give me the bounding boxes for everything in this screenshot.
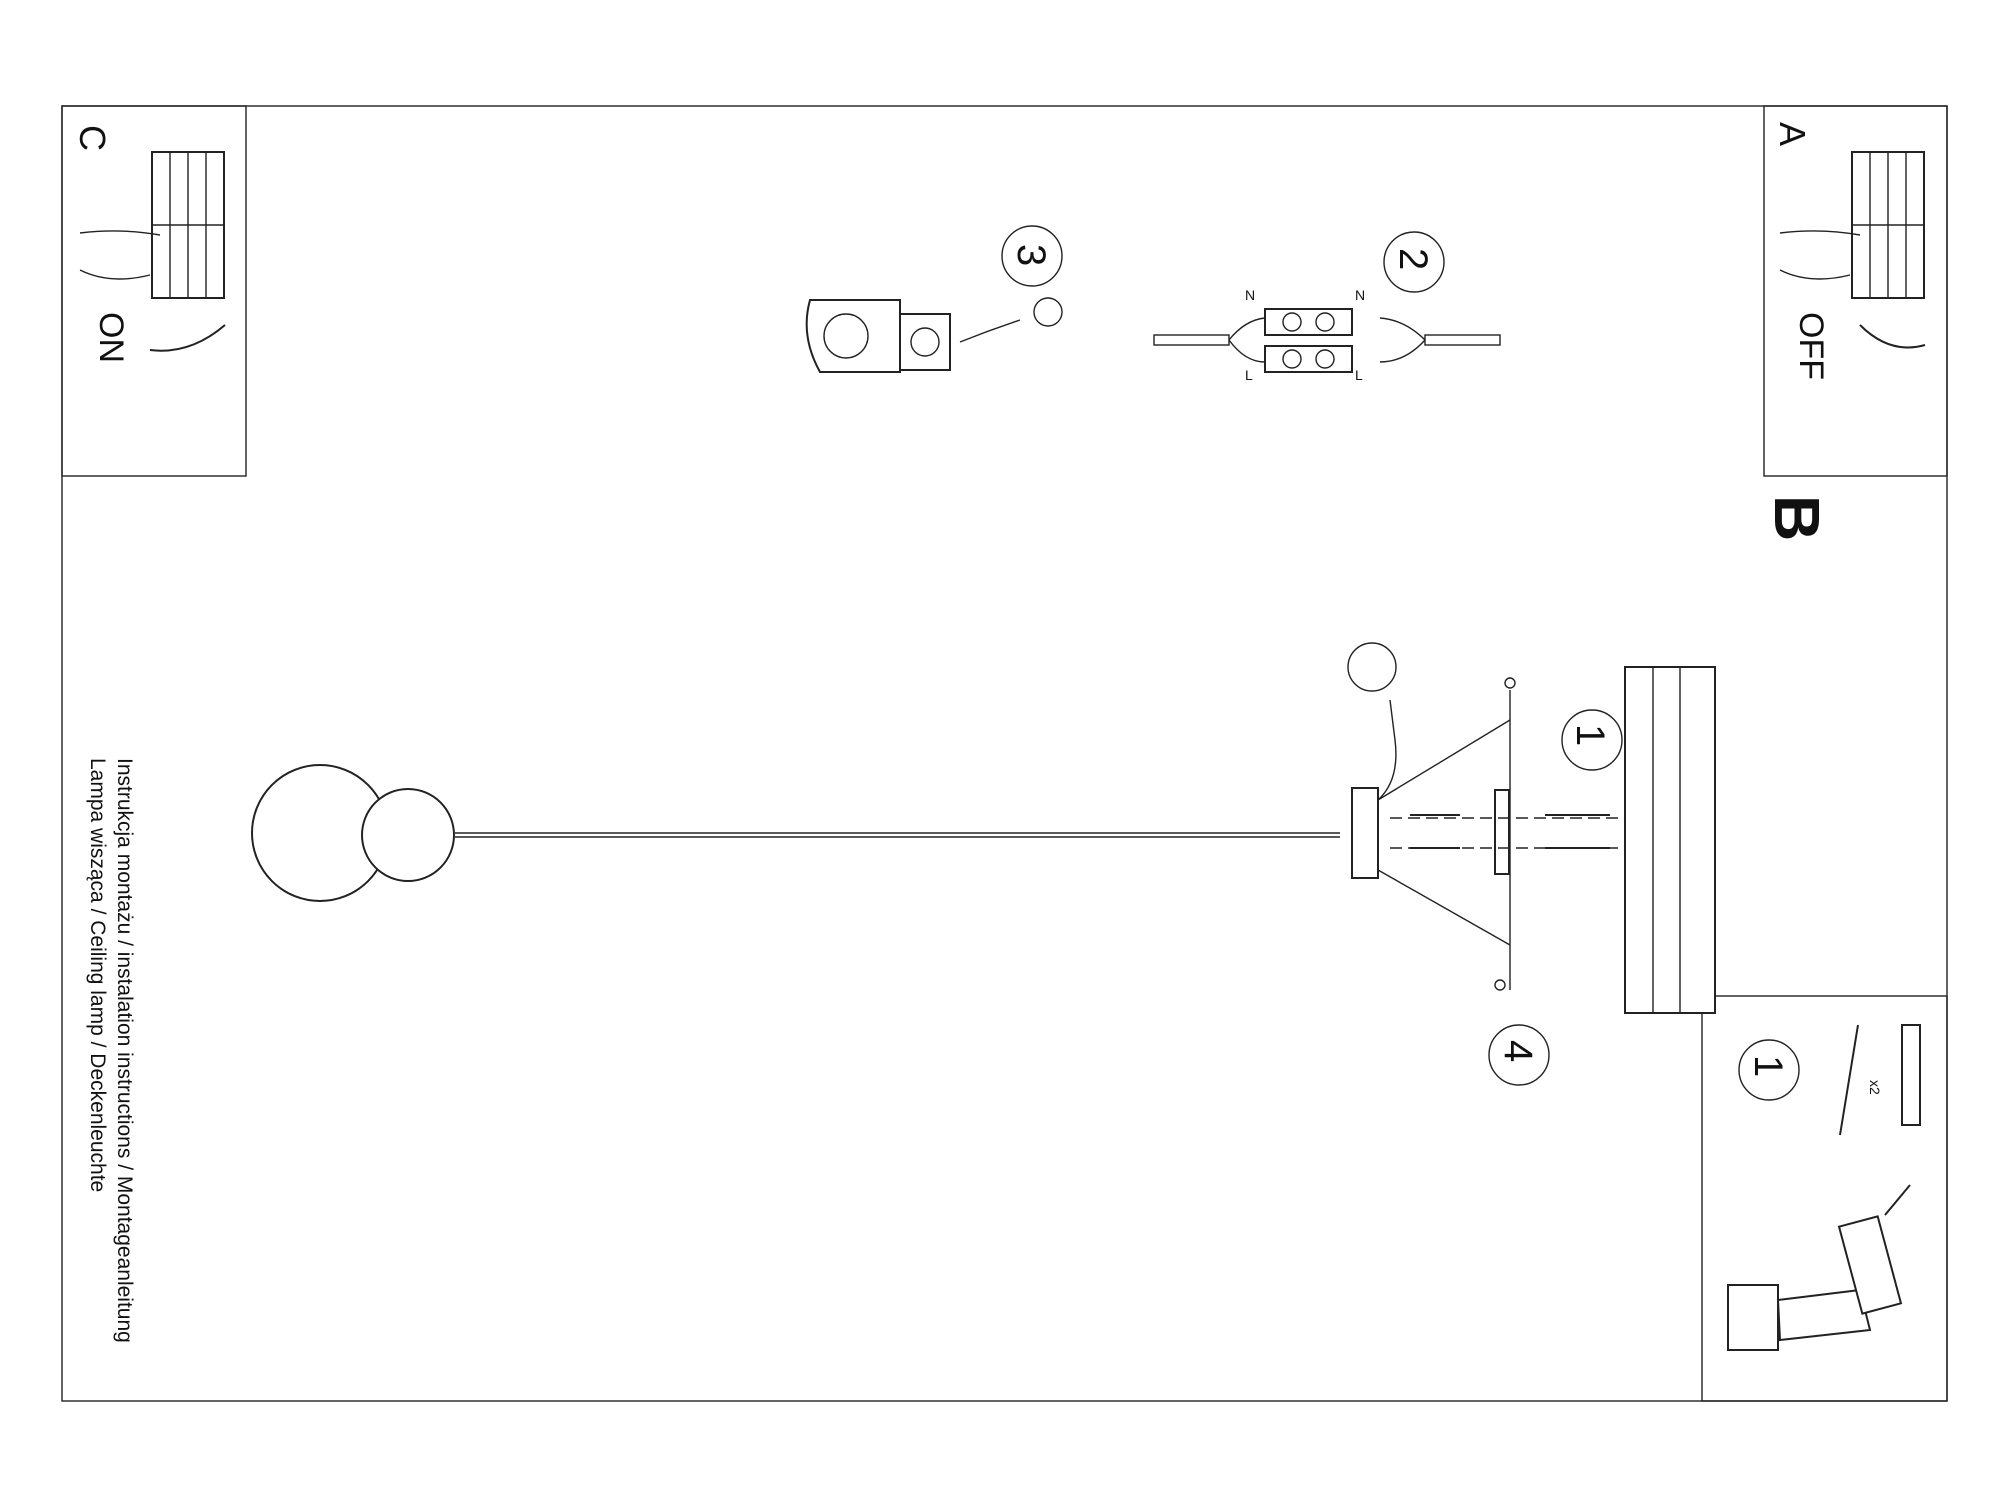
label-l: L bbox=[1355, 367, 1363, 383]
label-n: N bbox=[1355, 287, 1365, 303]
panel-a-frame bbox=[1763, 105, 1948, 477]
title-line-2: Lampa wisząca / Ceiling lamp / Deckenleu… bbox=[86, 758, 109, 1192]
earth-icon bbox=[1033, 297, 1063, 327]
step-4-number: 4 bbox=[1496, 1040, 1540, 1062]
panel-a: A OFF bbox=[1772, 122, 1926, 380]
drill-icon bbox=[1727, 1184, 1911, 1351]
step-1-number: 1 bbox=[1568, 724, 1612, 746]
panel-a-caption: OFF bbox=[1792, 312, 1830, 380]
hand-icon bbox=[79, 230, 161, 280]
ceiling bbox=[1624, 666, 1716, 1014]
step-3-number: 3 bbox=[1009, 244, 1053, 266]
circuit-breaker-icon bbox=[151, 151, 225, 299]
panel-c-caption: ON bbox=[92, 312, 130, 363]
kit-panel-frame bbox=[1701, 995, 1948, 1402]
outer-frame bbox=[61, 105, 1948, 1402]
panel-a-letter: A bbox=[1772, 122, 1813, 146]
screw-icon bbox=[1504, 677, 1516, 689]
earth-clamp-detail: 3 bbox=[805, 225, 1063, 373]
kit-quantity: x2 bbox=[1867, 1080, 1883, 1095]
screw-icon bbox=[1494, 979, 1506, 991]
earth-icon bbox=[1347, 642, 1397, 692]
title-line-1: Instrukcja montażu / instalation instruc… bbox=[113, 758, 136, 1343]
circuit-breaker-icon bbox=[1851, 151, 1925, 299]
arrow-icon bbox=[1859, 324, 1926, 349]
mounting-bracket bbox=[1494, 789, 1510, 875]
hand-icon bbox=[1779, 230, 1861, 280]
panel-c-letter: C bbox=[72, 125, 113, 151]
kit-step-number: 1 bbox=[1746, 1055, 1790, 1077]
globe-small bbox=[361, 788, 455, 882]
panel-c: C ON bbox=[72, 125, 226, 363]
screw-icon bbox=[1839, 1024, 1859, 1136]
arrow-icon bbox=[149, 324, 226, 352]
kit-panel: 1 x2 bbox=[1727, 1024, 1921, 1351]
section-b-letter: B bbox=[1761, 495, 1833, 541]
canopy bbox=[1351, 787, 1379, 879]
terminal-block-detail: 2 N N L L bbox=[1153, 231, 1501, 383]
panel-c-frame bbox=[61, 105, 247, 477]
label-l: L bbox=[1245, 367, 1253, 383]
label-n: N bbox=[1245, 287, 1255, 303]
wall-plug-icon bbox=[1901, 1024, 1921, 1126]
pendant-lamp: 1 4 bbox=[251, 642, 1716, 1086]
step-2-number: 2 bbox=[1391, 248, 1435, 270]
